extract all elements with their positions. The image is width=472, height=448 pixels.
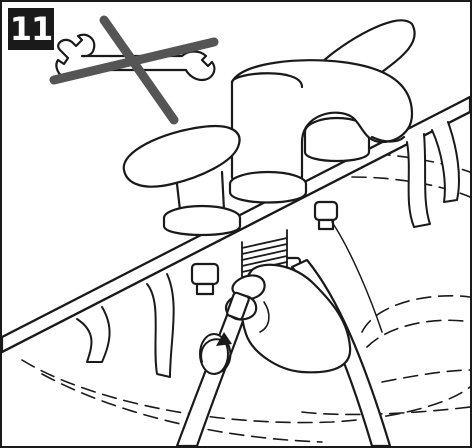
front-handle [122, 124, 242, 237]
wrench-crossed-out-icon [49, 15, 219, 125]
faucet-spout [228, 59, 414, 204]
counter-brackets [76, 121, 460, 378]
hand [224, 263, 352, 374]
step-number-badge: 11 [8, 8, 54, 50]
clockwise-arrow-icon [199, 332, 232, 375]
